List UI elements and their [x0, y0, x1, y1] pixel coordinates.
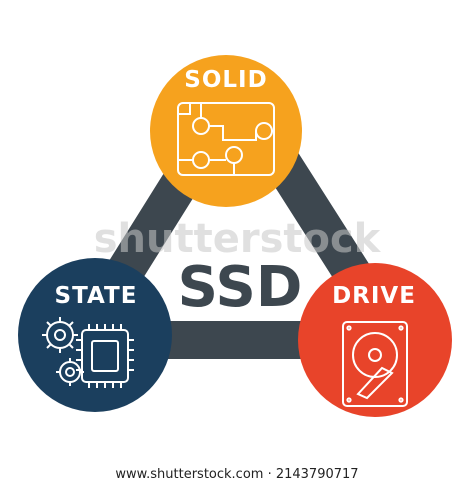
hard-drive-icon [342, 321, 408, 407]
circuit-board-icon [177, 102, 275, 176]
triangle-connector [47, 56, 430, 359]
drive-circle [298, 263, 452, 417]
state-node: STATE [18, 258, 172, 412]
drive-label: DRIVE [332, 283, 416, 309]
drive-node: DRIVE [298, 263, 452, 417]
watermark-text: shutterstock [94, 216, 382, 262]
solid-circle [150, 55, 302, 207]
cpu-chip-gears-icon [42, 317, 134, 388]
solid-label: SOLID [184, 67, 267, 93]
state-label: STATE [55, 283, 138, 309]
center-title: SSD [178, 255, 303, 320]
state-circle [18, 258, 172, 412]
footer-bar [0, 462, 474, 489]
footer-credit: www.shutterstock.com · 2143790717 [115, 467, 359, 482]
solid-node: SOLID [150, 55, 302, 207]
